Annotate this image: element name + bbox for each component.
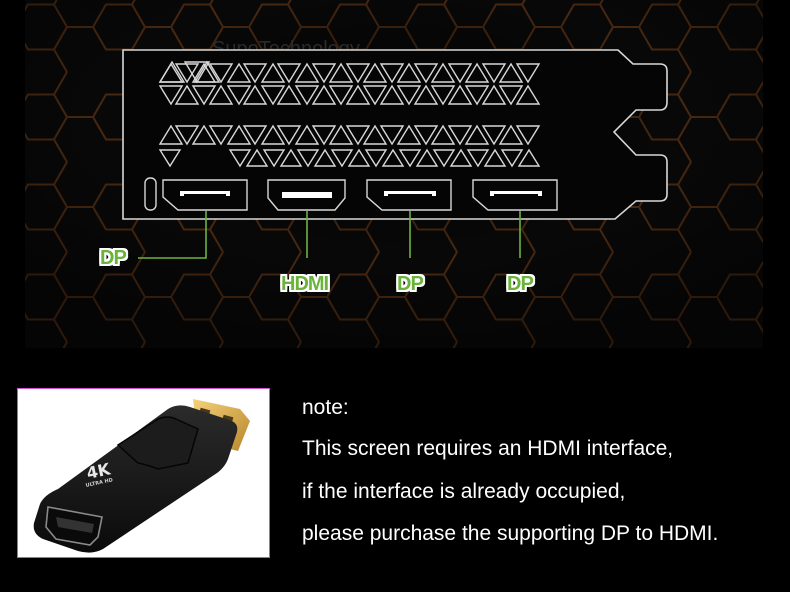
vent-row-2 — [158, 84, 541, 106]
vent-row-1 — [158, 62, 541, 84]
latch — [116, 416, 199, 470]
note-line-2: if the interface is already occupied, — [302, 480, 626, 503]
port-label-dp-3: DP — [507, 273, 534, 295]
port-hdmi — [267, 179, 346, 211]
port-label-dp-2: DP — [397, 273, 424, 295]
badge-ultra-hd: ULTRA HD — [85, 477, 113, 489]
vent-row-4 — [158, 148, 541, 168]
port-label-hdmi: HDMI — [281, 273, 329, 295]
product-photo-dp-to-hdmi-adapter: 4K ULTRA HD — [17, 388, 270, 558]
port-dp-2 — [366, 179, 452, 211]
vent-row-3 — [158, 124, 541, 146]
adapter-illustration: 4K ULTRA HD — [33, 399, 250, 553]
badge-4k: 4K — [85, 459, 113, 483]
gpu-io-bracket — [122, 49, 668, 259]
note-heading: note: — [302, 396, 349, 419]
port-dp-3 — [472, 179, 558, 211]
led-slot — [144, 177, 157, 211]
leader-lines — [138, 211, 521, 259]
note-line-3: please purchase the supporting DP to HDM… — [302, 522, 719, 545]
port-label-dp-1: DP — [100, 247, 127, 269]
note-line-1: This screen requires an HDMI interface, — [302, 437, 674, 460]
port-dp-1 — [162, 179, 248, 211]
